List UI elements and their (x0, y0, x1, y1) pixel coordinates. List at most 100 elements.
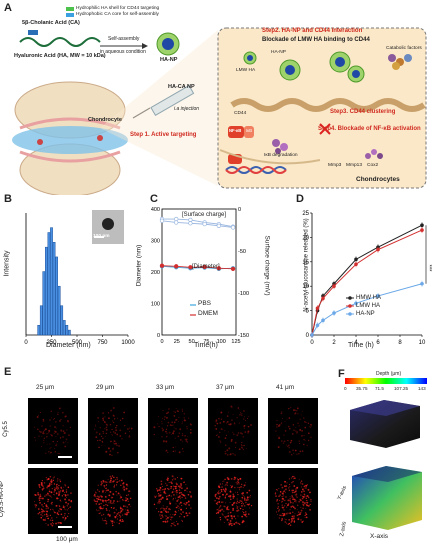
depth-tick-1: 35.75 (356, 386, 368, 391)
confocal-image (88, 468, 138, 534)
y-tick-label: 20 (302, 235, 309, 241)
y-tick-label: 300 (151, 239, 160, 245)
cd44-label: CD44 (234, 111, 247, 116)
panel-c-legend-dmem: DMEM (198, 310, 218, 317)
data-point (188, 221, 193, 226)
injection-label: i.a injection (174, 106, 200, 112)
y-tick-label: 0 (157, 333, 160, 339)
panel-c-xlabel: Time(h) (194, 342, 218, 349)
confocal-image (208, 398, 258, 464)
x-tick-label: 50 (189, 339, 195, 345)
panel-c-annot-charge: [Surface charge] (182, 212, 227, 218)
plot-frame (161, 208, 237, 336)
data-point (420, 223, 424, 227)
step3-label: Step3. CD44 clustering (330, 109, 396, 115)
y-tick-label: 5 (306, 309, 310, 315)
data-point (202, 264, 207, 270)
data-point (315, 323, 320, 328)
series-line (161, 220, 234, 228)
panel-d-legend-lmw: LMW HA (356, 303, 380, 309)
ha-np-label: HA-NP (160, 57, 178, 63)
depth-tick-3: 107.25 (394, 386, 409, 391)
data-point (216, 266, 221, 271)
x-tick-label: 0 (160, 339, 163, 345)
y-tick-label: 200 (151, 270, 160, 276)
data-point (376, 247, 380, 252)
cholanic-acid-label: 5β-Cholanic Acid (CA) (22, 20, 80, 26)
scale-bar-label: 100 μm (56, 536, 78, 543)
y-tick-label: 10 (302, 284, 309, 290)
y2-tick-label: -150 (238, 333, 249, 339)
panel-c-legend-pbs: PBS (198, 300, 212, 307)
gene-mmp13: Mmp13 (346, 163, 362, 168)
nfkb-label: NF-κB (229, 128, 242, 133)
legend-swatch-dot (348, 304, 352, 308)
panel-d-legend-hmw: HMW HA (356, 295, 381, 301)
panel-c-annot-diam: [Diameter] (192, 264, 220, 270)
panel-a-schematic (12, 7, 427, 195)
confocal-image (28, 468, 78, 534)
panel-label-c: C (150, 193, 158, 205)
panel-d-significance: *** (425, 264, 432, 272)
y-tick-label: 400 (151, 207, 160, 213)
x-tick-label: 6 (376, 340, 380, 346)
histogram-bar (52, 242, 56, 336)
histogram-bar (67, 329, 71, 336)
x-tick-label: 250 (46, 340, 57, 346)
panel-b-xlabel: Diameter (nm) (46, 342, 91, 349)
panel-label-e: E (4, 366, 12, 378)
x-tick-label: 0 (24, 340, 28, 346)
data-point (354, 301, 358, 306)
chondrocytes-label: Chondrocytes (356, 176, 400, 183)
data-point (216, 223, 221, 228)
legend-swatch-dot (348, 296, 352, 300)
panel-d-legend-hanp: HA-NP (356, 311, 375, 317)
chondrocyte-label: Chondrocyte (88, 117, 122, 123)
series-line (161, 265, 234, 270)
y-tick-label: 0 (306, 333, 310, 339)
x-tick-label: 750 (97, 340, 108, 346)
step4-label: Step4. Blockade of NF-κB activation (318, 126, 421, 132)
histogram-bar (65, 324, 69, 336)
self-assembly-label: Self-assembly (108, 36, 140, 42)
depth-tick-0: 0 (344, 386, 347, 391)
x-tick-label: 125 (231, 339, 240, 345)
gene-mmp3: Mmp3 (328, 163, 342, 168)
depth-label: 33 μm (156, 384, 175, 391)
x-tick-label: 100 (217, 339, 226, 345)
x-tick-label: 75 (203, 339, 209, 345)
depth-label: 25 μm (36, 384, 55, 391)
confocal-image (148, 398, 198, 464)
histogram-bar (47, 232, 51, 336)
data-point (315, 306, 320, 310)
aqueous-label: in aqueous condition (100, 49, 146, 55)
legend-shell-swatch (66, 7, 74, 11)
x-tick-label: 500 (72, 340, 83, 346)
data-point (202, 221, 207, 227)
tem-particle (102, 218, 114, 230)
x-tick-label: 25 (174, 339, 180, 345)
legend-shell-label: Hydrophilic HA shell for CD44 targeting (76, 6, 160, 11)
depth-tick-4: 143 (418, 386, 426, 391)
ikb-label: IκB (246, 128, 253, 133)
panel-f-3d-renders (350, 400, 422, 530)
confocal-image (208, 468, 258, 534)
series-line (162, 218, 234, 228)
legend-core-label: Hydrophobic CA core for self-assembly (76, 12, 159, 17)
data-point (159, 263, 165, 268)
panel-label-a: A (4, 2, 12, 14)
step2-title: Step2. HA-NP and CD44 interaction (262, 28, 363, 34)
histogram-bar (42, 271, 46, 336)
x-tick-label: 8 (398, 340, 402, 346)
legend-swatch-dot (348, 312, 352, 316)
histogram-bar (62, 320, 66, 336)
panel-label-f: F (338, 368, 345, 380)
depth-colorbar (345, 378, 427, 384)
x-tick-label: 4 (354, 340, 358, 346)
data-point (321, 318, 325, 323)
confocal-image (148, 468, 198, 534)
